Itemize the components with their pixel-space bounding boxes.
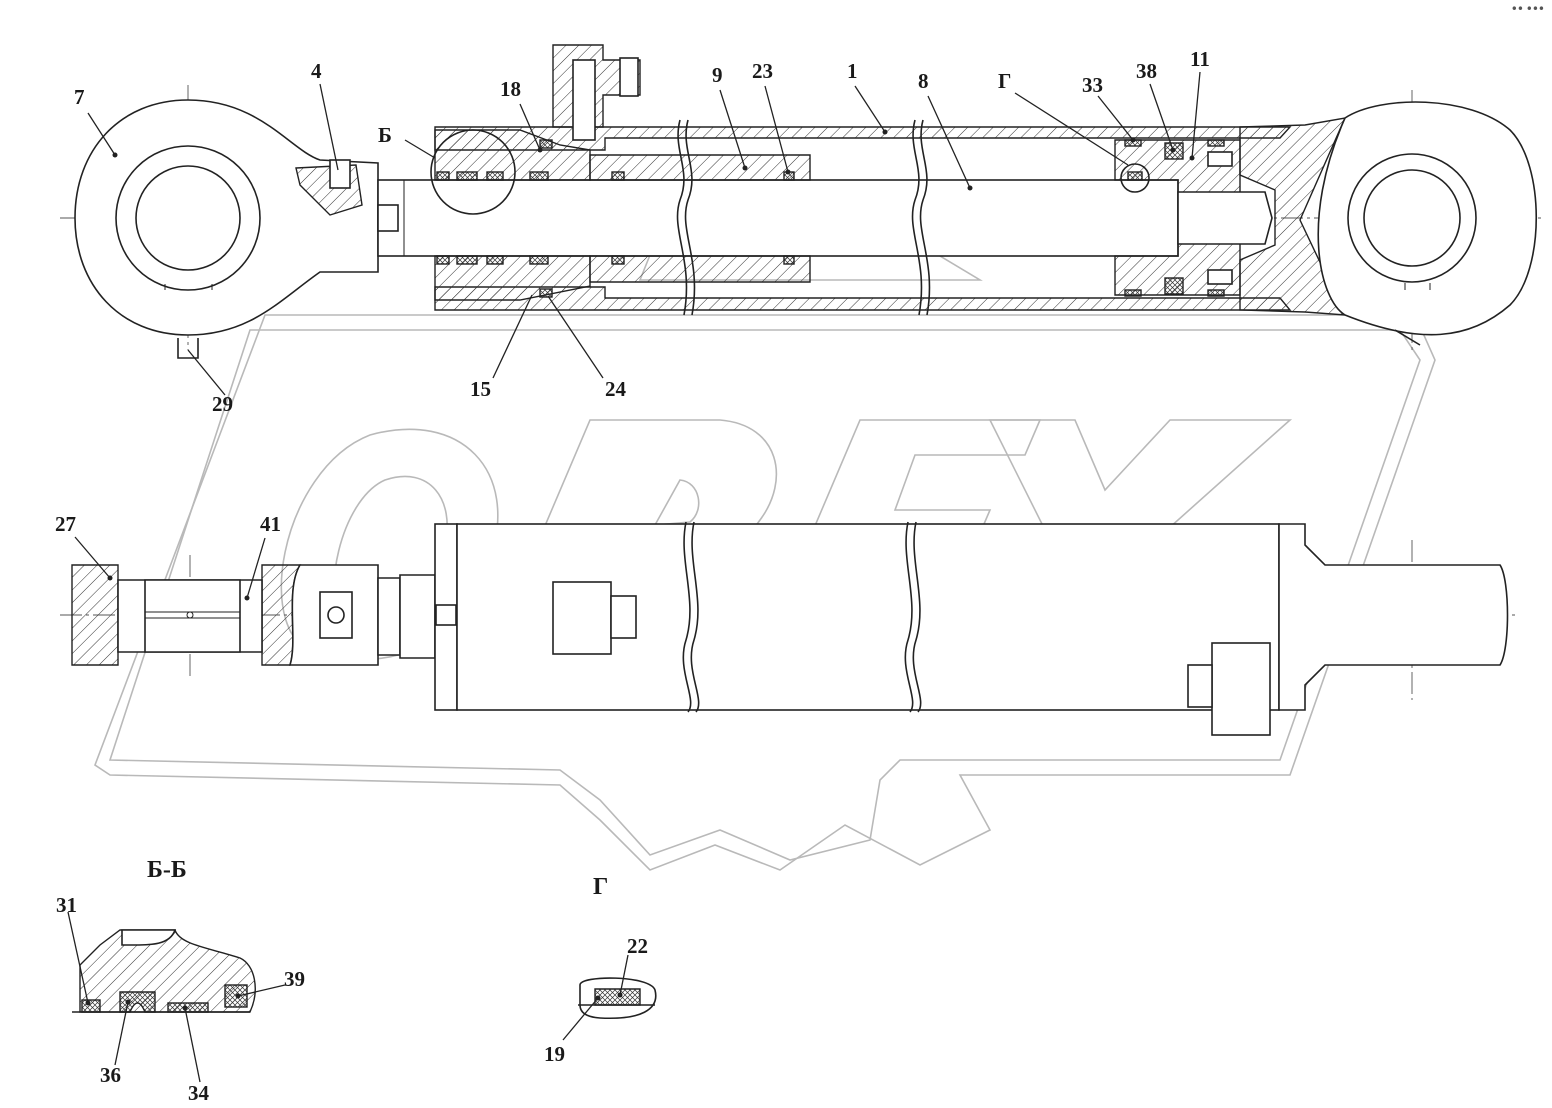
label-23: 23 — [752, 59, 773, 83]
piston-rod — [377, 179, 1179, 257]
label-39: 39 — [284, 967, 305, 991]
cap-end-eye-right — [1239, 101, 1537, 346]
break-lines — [676, 119, 931, 316]
detail-g-title: Г — [593, 874, 608, 900]
label-7: 7 — [74, 85, 85, 109]
label-15: 15 — [470, 377, 491, 401]
label-19: 19 — [544, 1042, 565, 1066]
label-4: 4 — [311, 59, 322, 83]
label-33: 33 — [1082, 73, 1103, 97]
callouts-side: 27 41 — [55, 512, 281, 601]
section-bb: Б-Б 31 39 36 34 — [56, 857, 305, 1105]
label-31: 31 — [56, 893, 77, 917]
label-27: 27 — [55, 512, 76, 536]
port-fitting — [552, 44, 641, 141]
main-section-view: 7 4 18 Б 9 23 1 8 Г 33 38 11 15 24 29 — [60, 44, 1545, 416]
label-b: Б — [378, 123, 392, 147]
label-34: 34 — [188, 1081, 210, 1105]
label-24: 24 — [605, 377, 627, 401]
callouts-main: 7 4 18 Б 9 23 1 8 Г 33 38 11 15 24 29 — [74, 47, 1210, 416]
piston — [1114, 139, 1273, 297]
rod-eye-left — [74, 99, 379, 359]
label-41: 41 — [260, 512, 281, 536]
label-18: 18 — [500, 77, 521, 101]
label-22: 22 — [627, 934, 648, 958]
label-g: Г — [998, 69, 1011, 93]
side-view: 27 41 — [55, 512, 1515, 736]
label-29: 29 — [212, 392, 233, 416]
label-1: 1 — [847, 59, 858, 83]
detail-g-circle — [1120, 163, 1150, 193]
label-36: 36 — [100, 1063, 121, 1087]
gland-head — [430, 129, 795, 301]
label-38: 38 — [1136, 59, 1157, 83]
label-11: 11 — [1190, 47, 1210, 71]
more-dots-icon[interactable]: •• ••• — [1510, 2, 1545, 16]
detail-b-circle — [430, 129, 516, 215]
section-bb-title: Б-Б — [147, 857, 187, 883]
label-8: 8 — [918, 69, 929, 93]
label-9: 9 — [712, 63, 723, 87]
detail-g: Г 22 19 — [544, 874, 657, 1066]
